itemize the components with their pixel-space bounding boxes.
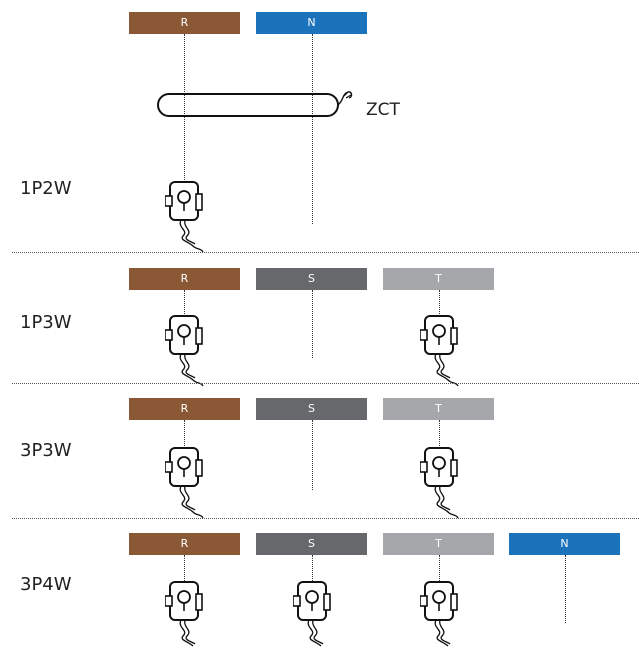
phase-bar-r: R — [129, 268, 240, 290]
zct-ring — [156, 88, 356, 122]
phase-bar-r: R — [129, 12, 240, 34]
phase-bar-n: N — [256, 12, 367, 34]
ct-clamp-icon — [165, 180, 205, 262]
ct-clamp-icon — [165, 580, 205, 662]
wire-n — [312, 34, 313, 224]
wiring-diagram: R N ZCT 1P2W R S T 1P3W — [12, 12, 639, 647]
wire-s — [312, 420, 313, 490]
phase-bar-s: S — [256, 268, 367, 290]
wire-s — [312, 555, 313, 583]
ct-clamp-icon — [420, 580, 460, 662]
section-label: 1P2W — [20, 178, 72, 199]
phase-bar-n: N — [509, 533, 620, 555]
phase-bar-t: T — [383, 268, 494, 290]
phase-bar-s: S — [256, 398, 367, 420]
phase-bar-r: R — [129, 533, 240, 555]
divider — [12, 518, 639, 519]
phase-bar-t: T — [383, 533, 494, 555]
wire-t — [439, 290, 440, 318]
phase-bar-r: R — [129, 398, 240, 420]
section-label: 1P3W — [20, 312, 72, 333]
wire-t — [439, 420, 440, 450]
ct-clamp-icon — [293, 580, 333, 662]
wire-n — [565, 555, 566, 623]
wire-r — [184, 555, 185, 583]
divider — [12, 252, 639, 253]
phase-bar-s: S — [256, 533, 367, 555]
ct-clamp-icon — [165, 446, 205, 528]
ct-clamp-icon — [165, 314, 205, 396]
wire-r — [184, 34, 185, 184]
section-label: 3P4W — [20, 574, 72, 595]
ct-clamp-icon — [420, 446, 460, 528]
ct-clamp-icon — [420, 314, 460, 396]
wire-r — [184, 420, 185, 450]
phase-bar-t: T — [383, 398, 494, 420]
divider — [12, 383, 639, 384]
zct-label: ZCT — [366, 100, 400, 120]
wire-r — [184, 290, 185, 318]
wire-s — [312, 290, 313, 358]
section-label: 3P3W — [20, 440, 72, 461]
wire-t — [439, 555, 440, 583]
